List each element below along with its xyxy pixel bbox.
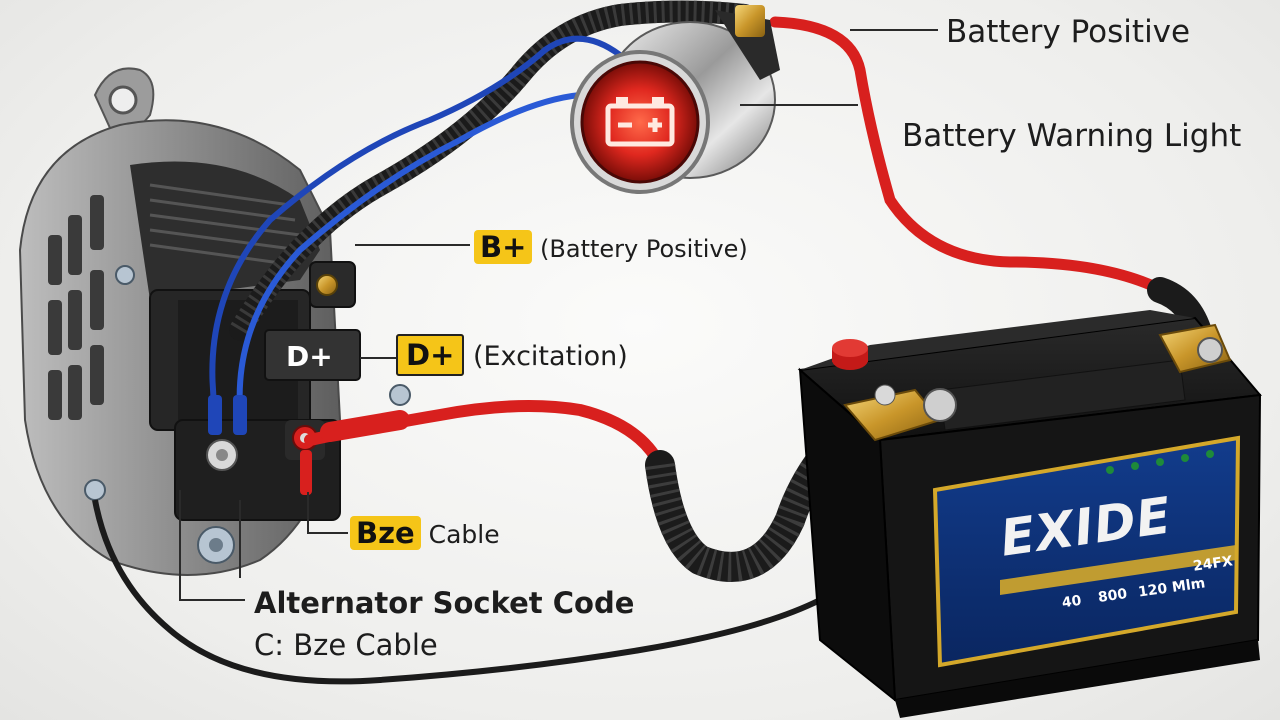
leader-lines xyxy=(179,29,938,601)
bze-tag: Bze xyxy=(350,516,421,550)
b-plus-tag: B+ xyxy=(474,230,533,264)
bze-desc: Cable xyxy=(428,520,500,549)
battery-warning-light-label: Battery Warning Light xyxy=(902,118,1242,154)
battery-positive-label: Battery Positive xyxy=(946,14,1191,50)
battery-spec-1: 40 xyxy=(1060,592,1083,612)
d-plus-callout: D+ (Excitation) xyxy=(396,334,628,376)
socket-code-sub: C: Bze Cable xyxy=(254,628,438,662)
battery-icon xyxy=(602,92,678,148)
b-plus-desc: (Battery Positive) xyxy=(540,235,748,263)
blue-wire-b xyxy=(236,92,581,411)
blue-wire-a xyxy=(209,35,622,411)
alternator xyxy=(18,67,411,576)
d-plus-tag: D+ xyxy=(396,334,465,376)
red-lamp-wire xyxy=(769,16,1186,306)
battery xyxy=(797,310,1262,718)
ground-wire xyxy=(92,499,822,685)
d-plus-terminal-label: D+ xyxy=(286,340,333,373)
socket-code-title: Alternator Socket Code xyxy=(254,586,635,620)
d-plus-desc: (Excitation) xyxy=(472,341,628,372)
b-plus-callout: B+ (Battery Positive) xyxy=(474,230,748,264)
bze-callout: Bze Cable xyxy=(350,516,500,550)
warning-lamp xyxy=(570,5,780,194)
